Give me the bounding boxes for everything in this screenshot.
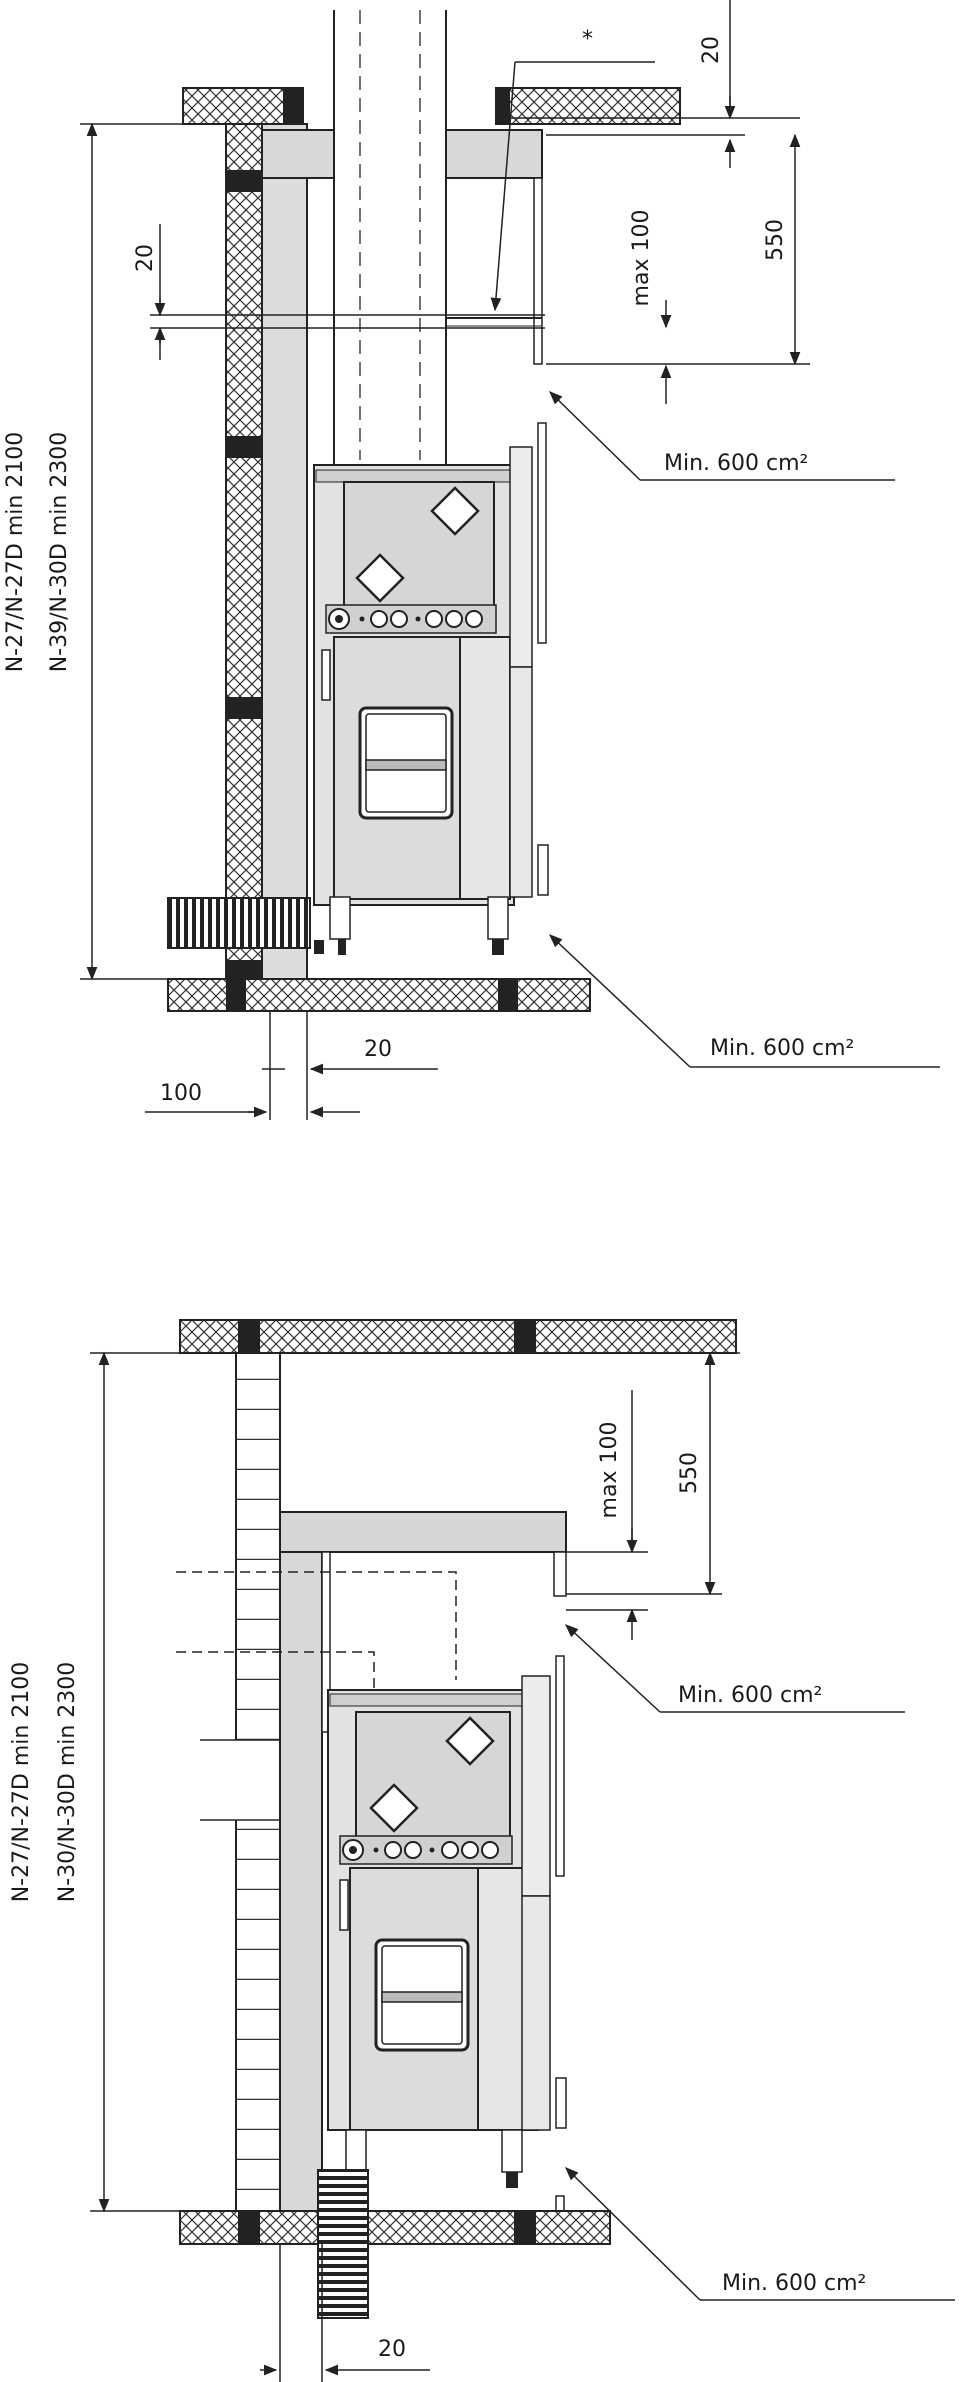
floor-air-grille-bottom bbox=[317, 2169, 369, 2319]
height-line1-label: N-27/N-27D min 2100 bbox=[3, 432, 28, 673]
stove bbox=[313, 422, 549, 955]
hood-height-label-bottom: 550 bbox=[677, 1452, 702, 1494]
ceiling-slab-bottom bbox=[179, 1319, 737, 1354]
brick-wall bbox=[200, 1352, 281, 2212]
height-line2-label-bottom: N-30/N-30D min 2300 bbox=[55, 1662, 80, 1903]
stove-bottom bbox=[327, 1655, 567, 2213]
bottom-diagram: 550 max 100 Min. 600 cm² Min. 600 cm² 20… bbox=[9, 1319, 955, 2382]
dimension-lines-bottom bbox=[90, 1351, 955, 2382]
wall-gap-label-bottom: 20 bbox=[378, 2337, 406, 2362]
vent-bottom-label: Min. 600 cm² bbox=[710, 1036, 854, 1061]
ceiling-gap-label: 20 bbox=[699, 36, 724, 64]
insulated-wall bbox=[225, 123, 263, 980]
insulation-label: 100 bbox=[160, 1081, 202, 1106]
protection-sheet bbox=[261, 123, 308, 980]
side-gap-label: 20 bbox=[133, 244, 158, 272]
height-line2-label: N-39/N-30D min 2300 bbox=[47, 432, 72, 673]
floor-slab-bottom bbox=[179, 2210, 611, 2245]
vent-top-label: Min. 600 cm² bbox=[664, 451, 808, 476]
vent-bottom-label-bottom: Min. 600 cm² bbox=[722, 2271, 866, 2296]
height-line1-label-bottom: N-27/N-27D min 2100 bbox=[9, 1662, 34, 1903]
floor-slab bbox=[167, 978, 591, 1012]
hood bbox=[261, 129, 543, 365]
wall-gap-label: 20 bbox=[364, 1037, 392, 1062]
chimney-section bbox=[176, 1511, 567, 2213]
vent-top-label-bottom: Min. 600 cm² bbox=[678, 1683, 822, 1708]
floor-air-grille bbox=[167, 897, 311, 949]
flue-pipe bbox=[333, 10, 447, 470]
max-gap-label: max 100 bbox=[629, 210, 654, 307]
max-gap-label-bottom: max 100 bbox=[597, 1422, 622, 1519]
top-diagram: * 20 550 max 100 20 Min. 600 cm² Min. 60… bbox=[3, 0, 940, 1120]
hood-height-label: 550 bbox=[763, 219, 788, 261]
dimension-lines bbox=[80, 0, 940, 1120]
asterisk-label: * bbox=[582, 27, 593, 52]
